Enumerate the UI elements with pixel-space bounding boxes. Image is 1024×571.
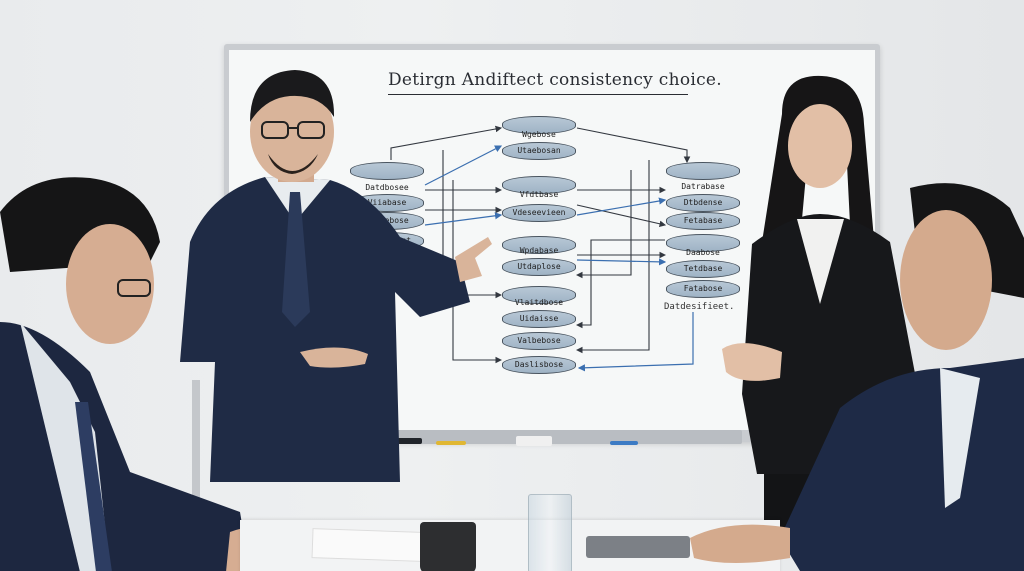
db-label: Vfdtbase bbox=[519, 190, 559, 199]
presenter-hand-open bbox=[300, 347, 368, 368]
db-disk bbox=[502, 236, 576, 254]
presenter-beard bbox=[268, 154, 318, 174]
notepad bbox=[311, 528, 423, 562]
presenter-tie bbox=[282, 192, 310, 327]
presenter-man bbox=[180, 70, 492, 482]
marker-tray bbox=[362, 430, 742, 444]
board-leg-left bbox=[192, 380, 200, 520]
tablet-device bbox=[586, 536, 690, 558]
db-disk bbox=[502, 286, 576, 304]
db-label: Wgebose bbox=[522, 130, 556, 139]
whiteboard-title: Detirgn Andiftect consistency choice. bbox=[388, 70, 722, 95]
db-disk bbox=[502, 142, 576, 160]
woman-face bbox=[788, 104, 852, 188]
seated-left-face bbox=[66, 224, 154, 344]
diagram-arrows bbox=[390, 125, 694, 372]
glasses-icon bbox=[117, 279, 151, 297]
eraser bbox=[516, 436, 552, 446]
db-disk bbox=[502, 258, 576, 276]
db-label: Datrabase bbox=[681, 182, 725, 191]
db-label: Wpdabase bbox=[519, 246, 559, 255]
seated-right-hands bbox=[690, 524, 790, 563]
db-label: Fatabose bbox=[683, 284, 723, 293]
water-glass bbox=[528, 494, 572, 571]
glasses-icon bbox=[261, 121, 325, 139]
db-disk bbox=[502, 356, 576, 374]
db-disk bbox=[350, 162, 424, 180]
woman-hands bbox=[722, 343, 782, 381]
presenter-head bbox=[250, 82, 334, 182]
seated-left-tie bbox=[75, 402, 112, 571]
marker bbox=[378, 438, 422, 444]
diagram-caption: Datdesifieet. bbox=[664, 302, 735, 312]
db-disk bbox=[502, 116, 576, 134]
marker bbox=[610, 441, 638, 445]
db-label: Dtbdense bbox=[683, 198, 723, 207]
marker bbox=[436, 441, 466, 445]
seated-right-face bbox=[900, 210, 992, 350]
db-label: Fetabase bbox=[683, 216, 723, 225]
db-label: Daslisbose bbox=[514, 360, 564, 369]
db-label: Uidaisse bbox=[519, 314, 559, 323]
db-disk bbox=[502, 310, 576, 328]
db-disk bbox=[666, 234, 740, 252]
db-disk bbox=[666, 162, 740, 180]
db-label: Vdeseevieen bbox=[512, 208, 566, 217]
db-label: Vlaitdbose bbox=[514, 298, 564, 307]
seated-left-shirt bbox=[20, 322, 110, 571]
db-label: Valbebose bbox=[517, 336, 561, 345]
db-label: Tetdbase bbox=[683, 264, 723, 273]
db-disk bbox=[666, 260, 740, 278]
db-disk bbox=[666, 212, 740, 230]
db-label: Viiabase bbox=[367, 198, 407, 207]
woman-blouse bbox=[797, 219, 844, 304]
presenter-hand-pointing bbox=[455, 237, 492, 282]
db-disk bbox=[502, 176, 576, 194]
seated-right-shirt bbox=[940, 368, 980, 508]
presenter-hair bbox=[250, 70, 335, 122]
db-label: Datdbosee bbox=[365, 183, 409, 192]
db-disk bbox=[502, 204, 576, 222]
db-label: Utdaplose bbox=[517, 262, 561, 271]
seated-man-left bbox=[0, 177, 318, 571]
db-disk bbox=[666, 280, 740, 298]
db-label: Utaebosan bbox=[517, 146, 561, 155]
db-label: Daabose bbox=[686, 248, 720, 257]
coffee-mug bbox=[420, 522, 476, 571]
seated-man-right bbox=[690, 183, 1024, 571]
db-disk bbox=[502, 332, 576, 350]
presenter-suit bbox=[180, 177, 470, 482]
seated-right-suit bbox=[780, 358, 1024, 571]
